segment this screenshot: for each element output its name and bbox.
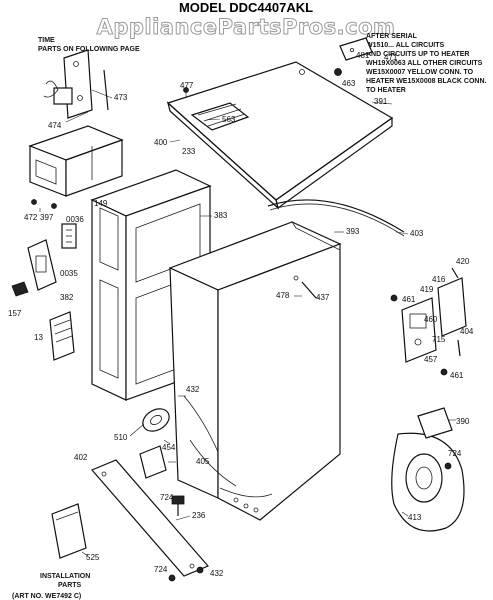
part-label-481: 481	[356, 51, 370, 60]
part-label-157: 157	[8, 309, 22, 318]
screw-724-right-part	[444, 462, 452, 470]
screw-461-upper-part	[390, 294, 398, 302]
part-label-437: 437	[316, 293, 330, 302]
part-label-510: 510	[114, 433, 128, 442]
part-label-403: 403	[410, 229, 424, 238]
part-label-233: 233	[182, 147, 196, 156]
top-cover-part	[166, 61, 394, 210]
screw-463-part	[334, 68, 342, 76]
part-label-390: 390	[456, 417, 470, 426]
wiring-note-right-line-2: W1510... ALL CIRCUITS	[366, 42, 445, 49]
part-label-472: 472	[24, 213, 38, 222]
part-label-463: 463	[342, 79, 356, 88]
wiring-note-right: AFTER SERIAL W1510... ALL CIRCUITS AND C…	[366, 33, 487, 94]
hinge-bracket-part	[339, 37, 373, 61]
part-label-391: 391	[374, 97, 388, 106]
connector-157-part	[11, 281, 29, 297]
part-label-0036: 0036	[66, 215, 84, 224]
leader-lines	[39, 89, 456, 557]
part-label-383: 383	[214, 211, 228, 220]
part-label-419: 419	[420, 285, 434, 294]
part-label-416: 416	[432, 275, 446, 284]
wiring-note-left-line-2: PARTS ON FOLLOWING PAGE	[38, 46, 140, 53]
part-label-724-middle: 724	[160, 493, 174, 502]
part-label-149: 149	[94, 199, 108, 208]
art-number-caption: (ART NO. WE7492 C)	[12, 593, 81, 600]
part-label-393: 393	[346, 227, 360, 236]
heater-assembly-part	[401, 297, 437, 363]
part-label-402: 402	[74, 453, 88, 462]
part-label-460: 460	[424, 315, 438, 324]
wiring-note-right-line-7: TO HEATER	[366, 87, 406, 94]
installation-bag-part	[51, 503, 87, 559]
part-label-405: 405	[196, 457, 210, 466]
part-label-461-lower: 461	[450, 371, 464, 380]
screw-420-part	[451, 267, 459, 279]
heater-box-part	[28, 125, 124, 209]
foot-236-part	[171, 495, 185, 516]
rod-715-part	[457, 339, 461, 357]
wiring-note-right-line-5: WE15X0007 YELLOW CONN. TO	[366, 69, 474, 76]
switch-bracket-part	[61, 223, 77, 249]
wiring-note-right-line-4: WH19X0063 ALL OTHER CIRCUITS	[366, 60, 483, 67]
part-label-525: 525	[86, 553, 100, 562]
part-label-724-right: 724	[448, 449, 462, 458]
diagram-title: MODEL DDC4407AKL	[179, 0, 313, 15]
part-label-432-bottom: 432	[210, 569, 224, 578]
part-label-474: 474	[48, 121, 62, 130]
part-label-0035: 0035	[60, 269, 78, 278]
part-label-461-upper: 461	[402, 295, 416, 304]
bracket-405-part	[139, 445, 167, 479]
door-switch-part	[27, 239, 57, 291]
installation-caption-line-1: INSTALLATION	[40, 573, 90, 580]
part-label-563: 563	[222, 115, 236, 124]
part-label-471: 471	[384, 53, 398, 62]
bracket-404-part	[437, 277, 467, 337]
terminal-block-part	[43, 49, 109, 119]
wiring-note-right-line-1: AFTER SERIAL	[366, 33, 418, 40]
part-label-477: 477	[180, 81, 194, 90]
plate-390-part	[417, 407, 453, 439]
part-label-457: 457	[424, 355, 438, 364]
idler-roller-part	[142, 408, 170, 432]
part-label-236: 236	[192, 511, 206, 520]
screw-461-lower-part	[440, 368, 448, 376]
installation-caption-line-2: PARTS	[58, 582, 82, 589]
wiring-note-right-line-3: AND CIRCUITS UP TO HEATER	[366, 51, 469, 58]
part-label-715: 715	[432, 335, 446, 344]
part-label-400: 400	[154, 138, 168, 147]
label-13-part	[49, 311, 75, 361]
part-label-382: 382	[60, 293, 74, 302]
rear-duct-part	[391, 432, 465, 532]
part-label-420: 420	[456, 257, 470, 266]
toe-panel-part	[91, 459, 209, 577]
part-label-473: 473	[114, 93, 128, 102]
part-label-478: 478	[276, 291, 290, 300]
part-number-labels: 471 463 477 391 563 473 474 400 233 403 …	[8, 51, 474, 578]
wiring-note-right-line-6: HEATER WE15X0008 BLACK CONN.	[366, 78, 487, 85]
part-label-13: 13	[34, 333, 43, 342]
screw-724-bottom-part	[168, 574, 176, 582]
seal-strip-part	[267, 199, 405, 233]
part-label-413: 413	[408, 513, 422, 522]
watermark-text: AppliancePartsPros.com	[97, 15, 396, 39]
screw-432-bottom-part	[196, 566, 204, 574]
cabinet-part	[168, 221, 342, 521]
screw-437-part	[301, 281, 317, 299]
part-label-404: 404	[460, 327, 474, 336]
wiring-note-left-line-1: TIME	[38, 37, 55, 44]
part-label-432-upper: 432	[186, 385, 200, 394]
part-label-724-bottom: 724	[154, 565, 168, 574]
part-label-454: 454	[162, 443, 176, 452]
wiring-note-left: TIME PARTS ON FOLLOWING PAGE	[38, 37, 140, 53]
part-label-397: 397	[40, 213, 54, 222]
